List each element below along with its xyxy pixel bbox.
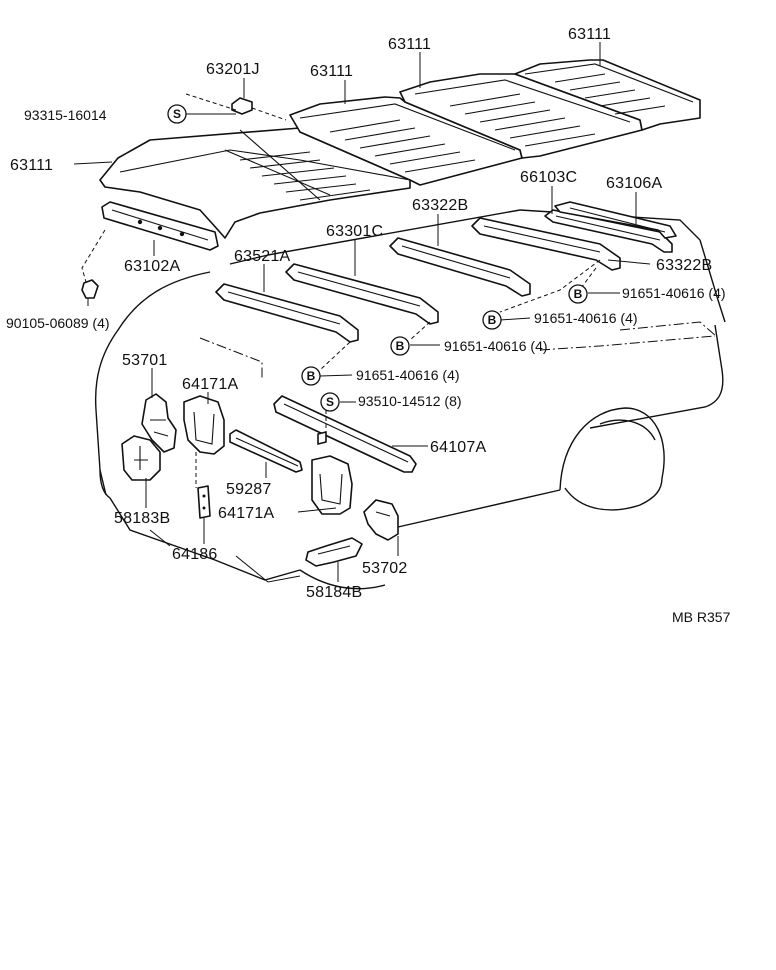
label-63301c: 63301C xyxy=(326,223,383,240)
fastener-dash-lines xyxy=(81,93,717,488)
reinforcement-58183b xyxy=(121,435,161,481)
bracket-53702 xyxy=(363,499,399,541)
label-53702: 53702 xyxy=(362,560,408,577)
label-58183b: 58183B xyxy=(114,510,170,527)
roof-bow-63521a xyxy=(215,283,359,343)
label-91651-40616-c: 91651-40616 (4) xyxy=(444,338,548,354)
leader-lines xyxy=(73,42,651,582)
bolt-symbol-91651-a: B xyxy=(568,284,588,304)
label-59287: 59287 xyxy=(226,481,272,498)
label-64171a-lower: 64171A xyxy=(218,505,274,522)
screw-symbol-93315: S xyxy=(167,104,187,124)
svg-text:B: B xyxy=(488,313,497,327)
label-91651-40616-b: 91651-40616 (4) xyxy=(534,310,638,326)
label-64171a-upper: 64171A xyxy=(182,376,238,393)
label-63201j: 63201J xyxy=(206,61,260,78)
label-53701: 53701 xyxy=(122,352,168,369)
label-64186: 64186 xyxy=(172,546,218,563)
roof-panel-rear xyxy=(514,59,701,131)
label-63322b-upper: 63322B xyxy=(412,197,468,214)
bracket-53701 xyxy=(141,393,177,453)
label-90105-06089: 90105-06089 (4) xyxy=(6,315,110,331)
rear-header-63106a xyxy=(554,201,677,239)
svg-text:B: B xyxy=(574,287,583,301)
label-58184b: 58184B xyxy=(306,584,362,601)
label-63106a: 63106A xyxy=(606,175,662,192)
label-64107a: 64107A xyxy=(430,439,486,456)
label-63111-mid: 63111 xyxy=(310,63,353,80)
clip-63201j xyxy=(231,97,253,115)
label-93315-16014: 93315-16014 xyxy=(24,107,107,123)
label-91651-40616-d: 91651-40616 (4) xyxy=(356,367,460,383)
reinforcement-58184b xyxy=(305,537,363,567)
label-63111-top-mid: 63111 xyxy=(388,36,431,53)
bolt-symbol-91651-c: B xyxy=(390,336,410,356)
label-63102a: 63102A xyxy=(124,258,180,275)
part-number-labels: 63111 63111 63201J 63111 93315-16014 631… xyxy=(6,26,731,625)
roof-bow-63322b-rear xyxy=(471,217,621,271)
bolt-symbol-91651-b: B xyxy=(482,310,502,330)
strip-59287 xyxy=(229,429,303,473)
pillar-64171a-upper xyxy=(183,395,225,455)
bolt-symbol-91651-d: B xyxy=(301,366,321,386)
roof-bow-63301c xyxy=(285,263,439,325)
label-91651-40616-a: 91651-40616 (4) xyxy=(622,285,726,301)
label-63521a: 63521A xyxy=(234,248,290,265)
pillar-64171a-lower xyxy=(311,455,353,515)
clip-90105 xyxy=(81,279,99,306)
screw-symbol-93510: S xyxy=(320,392,340,412)
label-93510-14512: 93510-14512 (8) xyxy=(358,393,462,409)
svg-text:B: B xyxy=(307,369,316,383)
bracket-64186 xyxy=(197,485,211,519)
label-66103c: 66103C xyxy=(520,169,577,186)
front-header-63102a xyxy=(101,201,219,251)
vehicle-body-outline xyxy=(94,209,726,590)
svg-text:S: S xyxy=(173,107,181,121)
reference-code: MB R357 xyxy=(672,609,731,625)
svg-text:B: B xyxy=(396,339,405,353)
roof-panel-front xyxy=(99,127,411,239)
label-63111-left: 63111 xyxy=(10,157,53,174)
label-63111-top-right: 63111 xyxy=(568,26,611,43)
svg-text:S: S xyxy=(326,395,334,409)
rail-64107a xyxy=(273,395,417,473)
label-63322b-right: 63322B xyxy=(656,257,712,274)
roof-bow-63322b xyxy=(389,237,531,297)
